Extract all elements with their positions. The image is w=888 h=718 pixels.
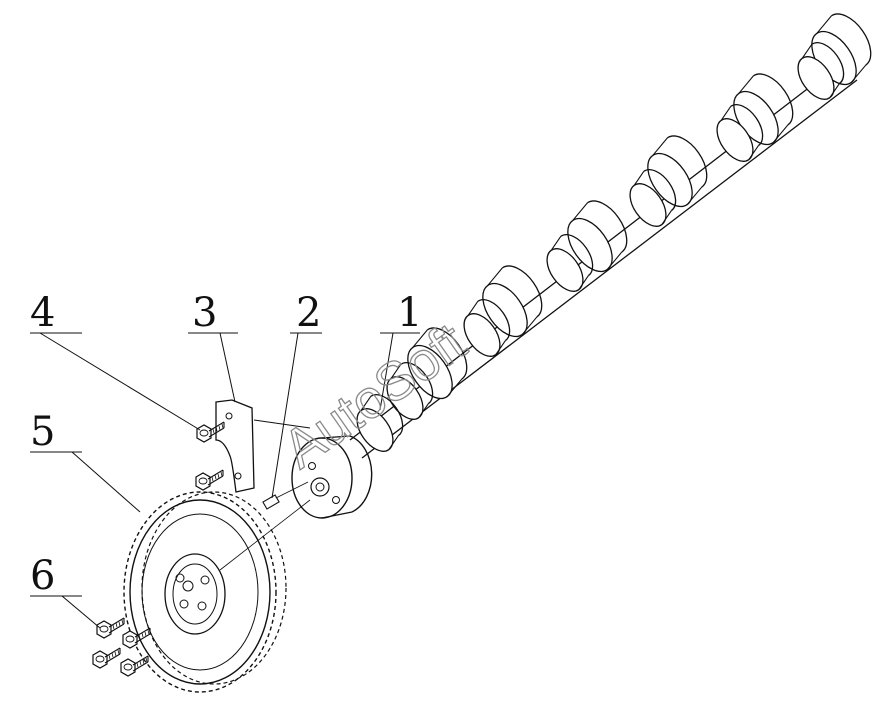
leader-lines — [30, 332, 420, 629]
callout-5: 5 — [30, 409, 55, 455]
camshaft — [291, 5, 884, 519]
callout-3: 3 — [192, 290, 217, 336]
callout-6: 6 — [30, 553, 55, 599]
camshaft-gear — [123, 491, 311, 693]
callout-1: 1 — [397, 290, 422, 336]
callout-2: 2 — [296, 290, 321, 336]
dowel-pin — [262, 481, 309, 510]
thrust-plate — [215, 399, 311, 493]
callout-4: 4 — [30, 290, 55, 336]
